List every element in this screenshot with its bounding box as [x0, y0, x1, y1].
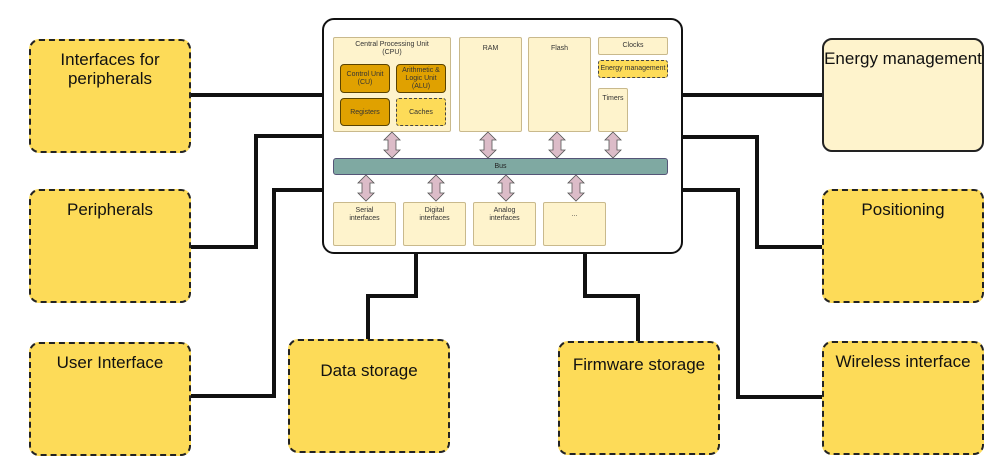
- analog-interfaces-block: Analog interfaces: [473, 202, 536, 246]
- wire-positioning: [683, 135, 822, 249]
- registers-block: Registers: [340, 98, 390, 126]
- wire-wireless-interface: [683, 188, 822, 399]
- cpu-title: Central Processing Unit (CPU): [355, 41, 429, 56]
- label: Data storage: [320, 361, 418, 380]
- wire-user-interface: [190, 188, 322, 398]
- control-unit-block: Control Unit (CU): [340, 64, 390, 93]
- bus-label: Bus: [494, 163, 507, 170]
- label: User Interface: [56, 353, 164, 372]
- caches-block: Caches: [396, 98, 446, 126]
- label: Energy management: [824, 49, 982, 68]
- label: Registers: [350, 109, 380, 116]
- label: Caches: [409, 109, 433, 116]
- label: Interfaces for peripherals: [60, 50, 160, 88]
- bus: Bus: [333, 158, 668, 175]
- wireless-interface-box: Wireless interface: [822, 341, 984, 455]
- serial-interfaces-block: Serial interfaces: [333, 202, 396, 246]
- positioning-box: Positioning: [822, 189, 984, 303]
- label: Wireless interface: [835, 352, 971, 371]
- energy-management-box: Energy management: [822, 38, 984, 152]
- peripherals-box: Peripherals: [29, 189, 191, 303]
- label: RAM: [482, 45, 499, 52]
- wire-data-storage: [366, 254, 418, 340]
- label: ...: [571, 211, 578, 218]
- data-storage-box: Data storage: [288, 339, 450, 453]
- label: Positioning: [861, 200, 945, 219]
- label: Control Unit (CU): [346, 71, 384, 86]
- label: Serial interfaces: [349, 207, 380, 222]
- label: Timers: [602, 95, 624, 102]
- energy-management-block: Energy management: [598, 60, 668, 78]
- clocks-block: Clocks: [598, 37, 668, 55]
- label: Energy management: [600, 65, 666, 72]
- ram-block: RAM: [459, 37, 522, 132]
- label: Flash: [550, 45, 569, 52]
- label: Clocks: [622, 42, 644, 49]
- alu-block: Arithmetic & Logic Unit (ALU): [396, 64, 446, 93]
- more-interfaces-block: ...: [543, 202, 606, 246]
- label: Arithmetic & Logic Unit (ALU): [402, 67, 440, 90]
- user-interface-box: User Interface: [29, 342, 191, 456]
- timers-block: Timers: [598, 88, 628, 132]
- interfaces-for-peripherals-box: Interfaces for peripherals: [29, 39, 191, 153]
- wire-firmware-storage: [583, 254, 640, 342]
- label: Peripherals: [67, 200, 153, 219]
- flash-block: Flash: [528, 37, 591, 132]
- wire-peripherals: [190, 134, 322, 249]
- label: Digital interfaces: [419, 207, 450, 222]
- digital-interfaces-block: Digital interfaces: [403, 202, 466, 246]
- label: Analog interfaces: [489, 207, 520, 222]
- firmware-storage-box: Firmware storage: [558, 341, 720, 455]
- label: Firmware storage: [572, 355, 706, 374]
